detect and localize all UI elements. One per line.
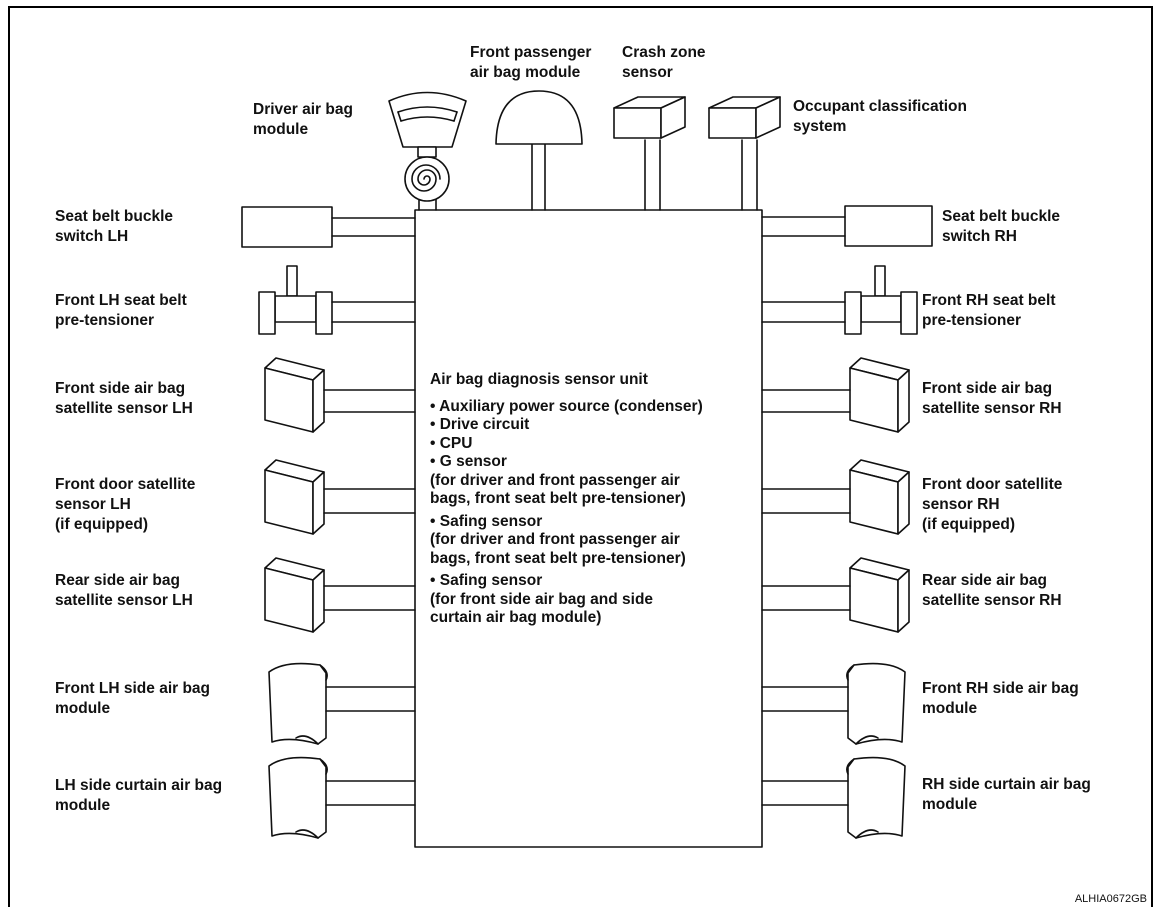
unit-feature-note: curtain air bag module) [430, 609, 602, 626]
unit-feature: • Safing sensor [430, 572, 543, 589]
door-sat-sensor-rh-icon [761, 459, 910, 535]
curtain-airbag-lh-icon [268, 756, 416, 839]
seat-belt-buckle-lh-icon [241, 206, 416, 248]
pretensioner-rh-label: Front RH seat belt pre-tensioner [922, 292, 1056, 329]
pretensioner-rh-icon [761, 265, 918, 335]
occupant-classification-icon [708, 96, 781, 211]
curtain-rh-label: RH side curtain air bag module [922, 776, 1091, 813]
unit-feature-note: (for front side air bag and side [430, 590, 654, 608]
unit-feature: • G sensor [430, 453, 507, 470]
door-sat-sensor-lh-icon [264, 459, 416, 535]
crash-zone-label: Crash zone sensor [622, 44, 706, 81]
crash-zone-sensor-icon [613, 96, 686, 211]
curtain-airbag-rh-icon [761, 756, 906, 839]
pretensioner-lh-icon [258, 265, 416, 335]
unit-feature: • Safing sensor [430, 512, 543, 530]
unit-feature-note: bags, front seat belt pre-tensioner) [430, 490, 686, 507]
side-airbag-lh-label: Front LH side air bag module [55, 680, 211, 717]
unit-feature-note: (for driver and front passenger air [430, 531, 680, 548]
sensor-unit-box [414, 209, 763, 848]
passenger-airbag-icon [495, 90, 583, 211]
door-sat-rh-label: Front door satellite sensor RH (if equip… [922, 476, 1063, 533]
side-airbag-lh-icon [268, 662, 416, 745]
unit-feature: • Auxiliary power source (condenser) [430, 397, 703, 415]
rear-side-sat-sensor-rh-icon [761, 557, 910, 633]
side-airbag-rh-label: Front RH side air bag module [922, 680, 1079, 717]
door-sat-lh-label: Front door satellite sensor LH (if equip… [55, 476, 196, 533]
front-side-sat-lh-label: Front side air bag satellite sensor LH [55, 380, 193, 417]
rear-side-sat-lh-label: Rear side air bag satellite sensor LH [55, 572, 193, 609]
passenger-airbag-label: Front passenger air bag module [470, 44, 592, 81]
driver-airbag-icon [388, 91, 467, 211]
sensor-unit-description: Air bag diagnosis sensor unit • Auxiliar… [430, 371, 703, 628]
front-side-sat-sensor-lh-icon [264, 357, 416, 433]
buckle-lh-label: Seat belt buckle switch LH [55, 208, 174, 245]
sensor-unit-title: Air bag diagnosis sensor unit [430, 371, 648, 388]
buckle-rh-label: Seat belt buckle switch RH [942, 208, 1061, 245]
front-side-sat-sensor-rh-icon [761, 357, 910, 433]
diagram-frame [8, 6, 1153, 907]
occupant-classification-label: Occupant classification system [793, 98, 967, 135]
unit-feature-note: bags, front seat belt pre-tensioner) [430, 549, 686, 567]
unit-feature: • CPU [430, 434, 473, 452]
rear-side-sat-rh-label: Rear side air bag satellite sensor RH [922, 572, 1062, 609]
pretensioner-lh-label: Front LH seat belt pre-tensioner [55, 292, 187, 329]
figure-reference-code: ALHIA0672GB [1074, 893, 1147, 905]
curtain-lh-label: LH side curtain air bag module [55, 777, 223, 814]
rear-side-sat-sensor-lh-icon [264, 557, 416, 633]
front-side-sat-rh-label: Front side air bag satellite sensor RH [922, 380, 1062, 417]
seat-belt-buckle-rh-icon [761, 205, 933, 247]
unit-feature-note: (for driver and front passenger air [430, 471, 680, 489]
unit-feature: • Drive circuit [430, 416, 530, 433]
driver-airbag-label: Driver air bag module [253, 101, 353, 138]
side-airbag-rh-icon [761, 662, 906, 745]
